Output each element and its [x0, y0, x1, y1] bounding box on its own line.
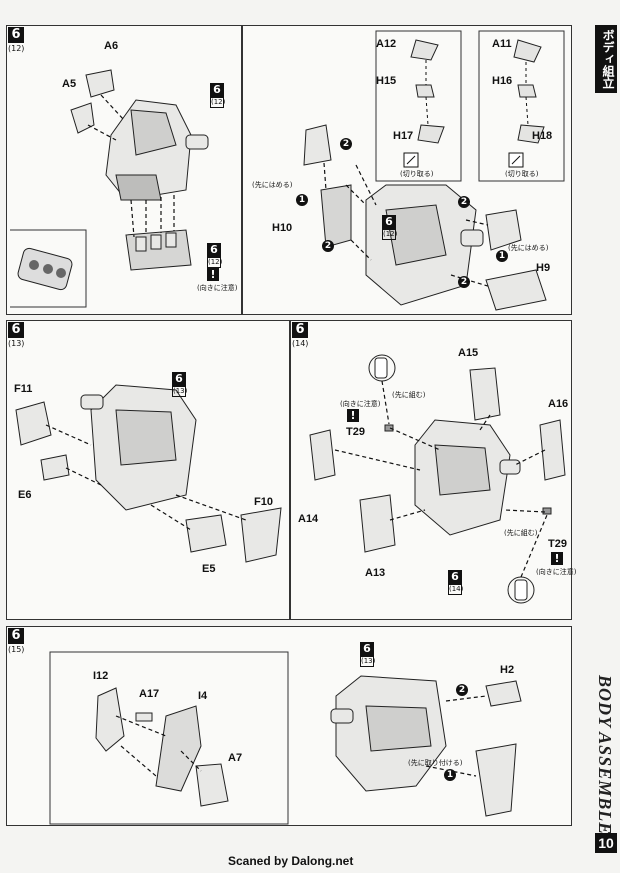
step-number: 6 [8, 27, 24, 43]
part-label: I4 [198, 690, 208, 702]
ref-step: 6(12) [210, 83, 226, 108]
note: (向きに注意) [340, 400, 381, 408]
note: (切り取る) [505, 170, 539, 178]
part-label: E6 [18, 489, 32, 501]
ref-step: 6(14) [448, 570, 464, 595]
part-label: H15 [376, 75, 397, 87]
part-label: H17 [393, 130, 414, 142]
ref-step: 6(13) [360, 642, 376, 667]
step-number: 6 [8, 322, 24, 338]
part-label: F10 [254, 496, 273, 508]
note: (切り取る) [400, 170, 434, 178]
note: (先に組む) [504, 529, 538, 537]
caution-icon: ! [347, 409, 359, 422]
arrow-number: 1 [296, 194, 308, 206]
part-label: A17 [139, 688, 160, 700]
note: (先にはめる) [508, 244, 549, 252]
step-sub: (13) [8, 339, 25, 348]
part-label: H10 [272, 222, 293, 234]
arrow-number: 2 [458, 276, 470, 288]
step-number: 6 [8, 628, 24, 644]
part-label: A14 [298, 513, 319, 525]
part-label: A12 [376, 38, 397, 50]
part-label: H16 [492, 75, 513, 87]
note: (先にはめる) [252, 181, 293, 189]
step-number: 6 [292, 322, 308, 338]
panel1-drawing [10, 30, 565, 311]
note: (先に取り付ける) [408, 759, 463, 767]
part-label: H18 [532, 130, 553, 142]
part-label: H9 [536, 262, 551, 274]
arrow-number: 2 [340, 138, 352, 150]
arrow-number: 2 [322, 240, 334, 252]
panel2-drawing [15, 384, 282, 563]
step-sub: (15) [8, 645, 25, 654]
panel4-drawing [49, 651, 522, 825]
part-label: T29 [346, 426, 365, 438]
part-label: A15 [458, 347, 479, 359]
ref-step: 6(12) [382, 215, 398, 240]
note: (先に組む) [392, 391, 426, 399]
part-label: H2 [500, 664, 515, 676]
part-label: A13 [365, 567, 386, 579]
part-label: E5 [202, 563, 216, 575]
ref-step: 6(13) [172, 372, 188, 397]
sidebar: ボディ組立 BODY ASSEMBLE 10 [592, 25, 620, 863]
part-label: A7 [228, 752, 243, 764]
scan-credit: Scaned by Dalong.net [228, 854, 354, 868]
part-label: A6 [104, 40, 119, 52]
part-label: A11 [492, 38, 512, 50]
sidebar-en-title: BODY ASSEMBLE [595, 675, 615, 836]
arrow-number: 2 [458, 196, 470, 208]
part-label: A5 [62, 78, 77, 90]
panel3-drawing [309, 354, 566, 604]
caution-icon: ! [207, 268, 219, 281]
part-label: F11 [14, 383, 33, 395]
ref-step: 6(12) [207, 243, 223, 268]
step-sub: (12) [8, 44, 25, 53]
part-label: T29 [548, 538, 567, 550]
part-label: A16 [548, 398, 569, 410]
note: (向きに注意) [536, 568, 577, 576]
page-number: 10 [595, 833, 617, 853]
arrow-number: 2 [456, 684, 468, 696]
caution-icon: ! [551, 552, 563, 565]
step-sub: (14) [292, 339, 309, 348]
arrow-number: 1 [496, 250, 508, 262]
note: (向きに注意) [197, 284, 238, 292]
sidebar-jp-title: ボディ組立 [595, 25, 617, 93]
arrow-number: 1 [444, 769, 456, 781]
part-label: I12 [93, 670, 109, 682]
